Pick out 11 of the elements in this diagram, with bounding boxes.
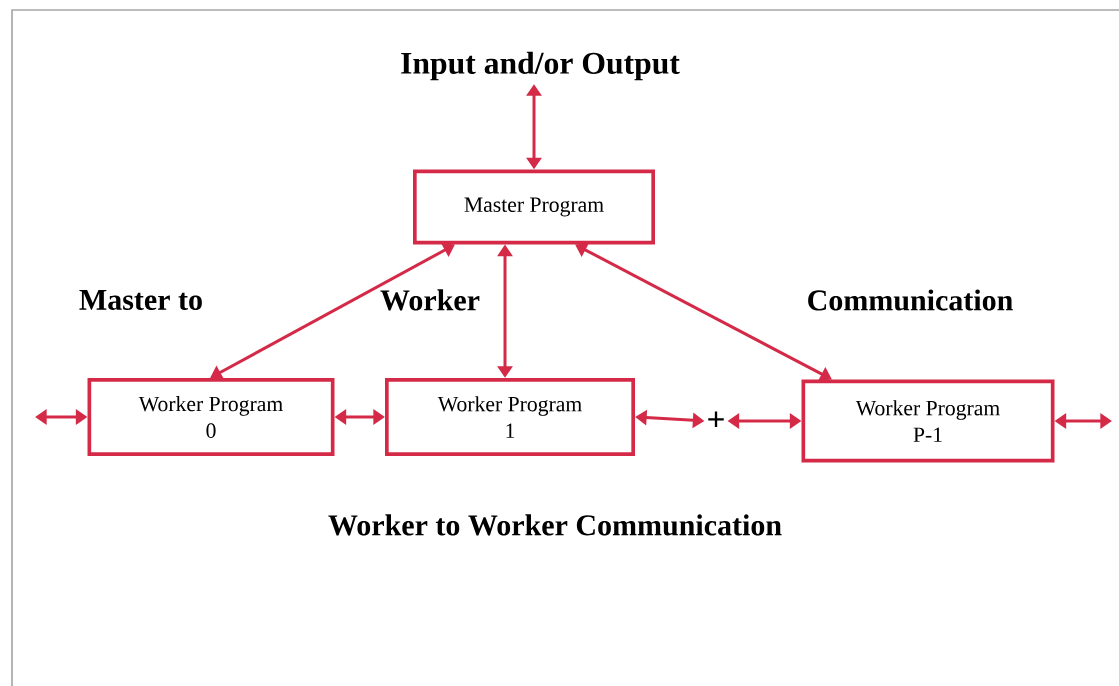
process-box: Worker Program P-1: [801, 379, 1055, 463]
label-text: Worker: [380, 289, 480, 311]
process-box: Master Program: [413, 169, 655, 245]
process-box: Worker Program 1: [385, 378, 635, 456]
plus-sign: +: [708, 411, 724, 428]
title-text: Input and/or Output: [401, 51, 680, 81]
arrow: [210, 243, 455, 380]
process-box: Worker Program 0: [87, 378, 335, 456]
label-text: Worker to Worker Communication: [328, 514, 782, 536]
label-text: Communication: [808, 289, 1013, 311]
label-text: Master to: [79, 290, 202, 310]
